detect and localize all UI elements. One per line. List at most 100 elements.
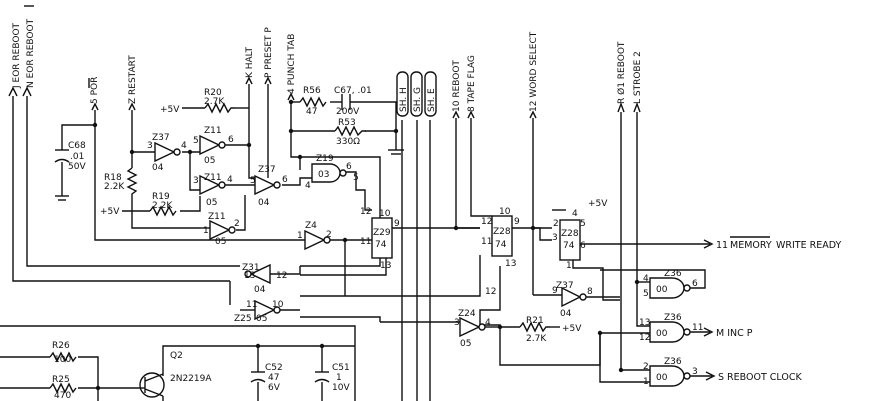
dot	[530, 225, 536, 231]
bubble	[323, 236, 331, 244]
label-k-halt: K HALT	[245, 47, 255, 78]
gate-z37a	[154, 141, 176, 163]
output-labels: 11 MEMORY WRITE READY M INC P S REBOOT C…	[716, 236, 842, 383]
bubble	[683, 328, 691, 336]
label-plus5v-r20: +5V	[160, 105, 180, 115]
label-z19-code: 03	[318, 170, 329, 180]
bubble	[228, 226, 236, 234]
label-z36b-code: 00	[656, 329, 668, 339]
r21	[519, 321, 550, 333]
bubble	[173, 148, 181, 156]
passives	[49, 94, 550, 398]
wire-c68	[61, 110, 96, 150]
gate-z28a	[491, 215, 513, 257]
junction-dots	[92, 99, 640, 391]
arrow-halt	[245, 76, 253, 85]
bubble	[683, 372, 691, 380]
pin: 4	[181, 141, 187, 151]
pin: 3	[552, 233, 558, 243]
label-z24-code: 05	[460, 339, 471, 349]
pin: 2	[234, 219, 240, 229]
top-arrows	[8, 76, 641, 119]
pin: 9	[552, 286, 558, 296]
label-r18: R18	[104, 173, 122, 183]
dot	[92, 122, 98, 128]
label-plus5v-z28b: +5V	[588, 199, 608, 209]
shield-h-box	[396, 71, 409, 117]
pin: 9	[514, 217, 520, 227]
pin: 1	[297, 231, 303, 241]
c51-plate-b	[314, 378, 330, 383]
wire-lstrobe	[636, 112, 650, 327]
wire-halt	[248, 84, 255, 179]
pin: 4	[305, 181, 311, 191]
dot	[342, 237, 348, 243]
dot	[497, 324, 503, 330]
pin: 2	[553, 219, 559, 229]
wire-por	[94, 125, 305, 241]
label-r21: R21	[526, 316, 544, 326]
pin: 3	[147, 141, 153, 151]
label-z36b: Z36	[664, 313, 682, 323]
c68-plate-b	[54, 158, 70, 163]
label-z25-code: 05	[256, 314, 267, 324]
label-c67-val: 200V	[336, 107, 360, 117]
gate-z31	[249, 263, 271, 285]
wire-punch	[290, 100, 365, 158]
label-j-eor-reboot: J EOR REBOOT	[12, 22, 22, 89]
wire-punch-z29	[365, 156, 381, 218]
label-reboot-clock: S REBOOT CLOCK	[718, 372, 802, 383]
bubble	[478, 323, 486, 331]
r53	[334, 125, 366, 137]
pin: 6	[282, 175, 288, 185]
label-r56: R56	[303, 86, 321, 96]
pin: 6	[580, 241, 586, 251]
wire-tapeflag	[470, 118, 492, 217]
shield-e-label: SH. E	[427, 88, 437, 112]
label-memory-write-rest: WRITE READY	[776, 240, 842, 251]
arrow-memory-write	[703, 239, 714, 249]
bubble	[244, 270, 252, 278]
wire-j	[12, 96, 230, 282]
label-z28a-code: 74	[495, 240, 507, 250]
wire-r26-out	[78, 356, 99, 401]
label-c51-val2: 10V	[332, 383, 350, 393]
arrow-punch	[287, 92, 295, 101]
label-z11b-code: 05	[206, 198, 217, 208]
label-z11a-code: 05	[204, 156, 215, 166]
component-labels: +5V R20 2.7K R56 47 C67, .01 200V R53 33…	[52, 86, 608, 401]
r56	[299, 96, 327, 108]
dot	[319, 343, 325, 349]
label-r20-val: 2.7K	[204, 97, 225, 107]
r19	[149, 205, 177, 217]
wire-q2-c	[162, 345, 355, 376]
label-c52-val1: 47	[268, 373, 279, 383]
label-z11c: Z11	[208, 212, 226, 222]
gate-z11a	[199, 134, 221, 156]
r18	[126, 167, 138, 196]
label-p-preset-p: P PRESET P	[264, 27, 274, 78]
label-z28a: Z28	[493, 227, 511, 237]
wire-z37b-out	[282, 177, 312, 186]
arrow-j	[8, 86, 18, 97]
label-memory-write-num: 11	[716, 240, 728, 251]
wire-z24-loop	[499, 330, 601, 366]
wire-c67-gnd	[350, 101, 397, 150]
pin: 12	[485, 287, 496, 297]
dot	[246, 142, 252, 148]
label-m-inc-p: M INC P	[716, 328, 753, 339]
label-r18-val: 2.2K	[104, 182, 125, 192]
wire-r18-bottom	[131, 196, 200, 229]
wire-z25-z28	[300, 255, 481, 297]
dot	[288, 128, 294, 134]
arrow-wordselect	[529, 110, 537, 119]
label-5-por: 5 POR	[90, 77, 100, 104]
gate-z11b	[199, 174, 221, 196]
gate-z29	[371, 217, 393, 259]
pin: 11	[481, 237, 492, 247]
label-4-punch-tab: 4 PUNCH TAB	[287, 34, 297, 94]
label-z28b-code: 74	[563, 241, 575, 251]
label-r53-val: 330Ω	[336, 137, 360, 147]
label-r25-val: 470	[54, 391, 71, 401]
q2-emitter	[144, 388, 164, 397]
